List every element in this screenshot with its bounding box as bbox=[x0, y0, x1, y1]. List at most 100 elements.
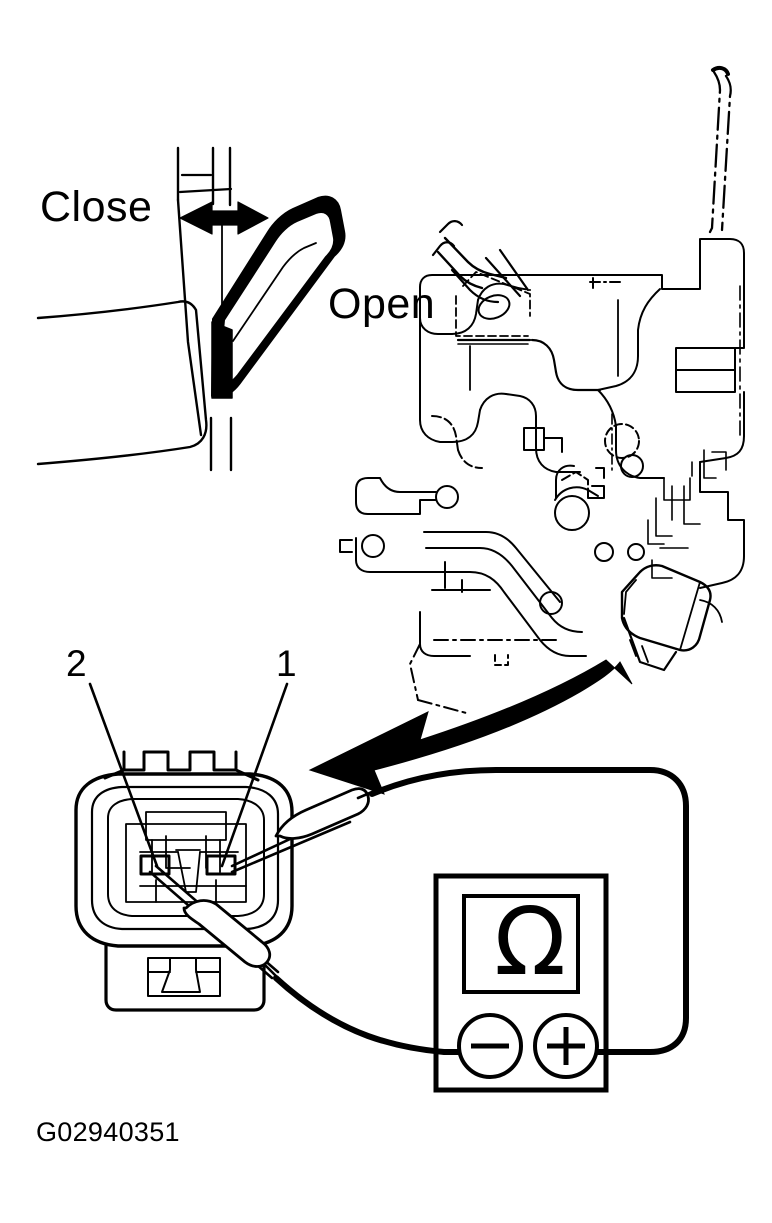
body-left-dash-2 bbox=[457, 449, 483, 469]
test-probes-group bbox=[148, 767, 689, 1055]
rib-6 bbox=[703, 449, 717, 479]
latch-body-top-edge bbox=[419, 274, 641, 297]
actuator-connector-boot bbox=[699, 599, 723, 623]
leader-line-pin1 bbox=[220, 682, 289, 868]
linkage-rod-2 bbox=[436, 250, 484, 290]
probe1-tip-lower bbox=[230, 820, 352, 874]
ohmmeter-group bbox=[433, 873, 609, 1093]
pawl-pivot-neck bbox=[211, 321, 233, 399]
pivot-circle-mid bbox=[594, 542, 614, 562]
body-left-notch-2 bbox=[479, 392, 507, 411]
mid-surface-1 bbox=[505, 393, 537, 449]
release-lever-hole bbox=[361, 534, 385, 558]
linkage-rod-1 bbox=[443, 236, 508, 280]
plate-notch-1 bbox=[451, 299, 479, 335]
control-rod-tip bbox=[711, 65, 730, 76]
linkage-bracket-2 bbox=[554, 370, 602, 392]
ohm-symbol: Ω bbox=[494, 888, 566, 997]
lower-arm-1 bbox=[419, 571, 587, 657]
terminal-number-1: 1 bbox=[276, 643, 297, 684]
body-left-dash-1 bbox=[431, 415, 459, 451]
double-headed-arrow-icon bbox=[179, 201, 269, 235]
actuator-connector-lug-1 bbox=[629, 639, 637, 657]
release-lever-eyelet bbox=[355, 477, 437, 515]
rib-4 bbox=[655, 497, 673, 537]
pivot-circle-left bbox=[435, 485, 459, 509]
door-panel-seal-outline bbox=[36, 300, 208, 466]
probe1-barrel bbox=[274, 787, 370, 840]
linkage-plate-dash bbox=[462, 271, 531, 317]
linkage-rod-1-tip bbox=[438, 220, 464, 234]
release-lever-body-low bbox=[355, 537, 421, 573]
connector-key-bar bbox=[145, 811, 227, 841]
rotor-pivot-circle bbox=[554, 495, 590, 531]
leader-line-pin2 bbox=[88, 682, 159, 868]
open-label: Open bbox=[328, 280, 436, 328]
pivot-circle-lower bbox=[539, 591, 563, 615]
release-lever-tab bbox=[339, 539, 353, 553]
connector-center-notch bbox=[177, 851, 201, 893]
meter-body bbox=[433, 873, 609, 1093]
body-left-notch bbox=[451, 409, 481, 443]
pivot-circle-upper-outline bbox=[604, 423, 640, 459]
linkage-grommet bbox=[477, 294, 511, 320]
latch-body-top-step bbox=[639, 238, 701, 290]
linkage-rod-4 bbox=[484, 256, 522, 298]
rotor-arc-2 bbox=[561, 471, 589, 501]
mid-surface-2 bbox=[535, 447, 581, 473]
body-inner-hook-3 bbox=[615, 449, 665, 479]
rib-10 bbox=[651, 559, 673, 579]
linkage-bracket bbox=[530, 338, 558, 374]
close-label: Close bbox=[40, 183, 153, 231]
linkage-rod-2-tip bbox=[431, 241, 456, 257]
latch-assembly-group bbox=[339, 65, 745, 715]
connector-foot-latch bbox=[161, 957, 201, 993]
rib-7 bbox=[711, 451, 727, 471]
mid-window bbox=[523, 427, 545, 451]
body-inner-hook-1 bbox=[597, 288, 661, 391]
connector-outer-shell bbox=[74, 772, 294, 948]
control-rod-outer bbox=[708, 70, 722, 234]
actuator-connector-housing bbox=[620, 564, 712, 652]
probe2-barrel bbox=[182, 899, 272, 968]
pivot-circle-mid-2 bbox=[627, 543, 645, 561]
probe2-lead-wire bbox=[273, 975, 473, 1055]
mount-bracket-rect bbox=[675, 347, 736, 393]
dimension-tick-lower bbox=[178, 187, 233, 194]
body-inner-hook-2 bbox=[597, 389, 617, 451]
base-dash-3 bbox=[417, 699, 471, 715]
connector-lock-teeth bbox=[122, 750, 238, 772]
actuator-connector-fold bbox=[679, 581, 701, 651]
probe2-cap bbox=[263, 963, 278, 978]
connector-shell-ring-3 bbox=[107, 798, 265, 917]
linkage-plate-dash-2 bbox=[455, 295, 529, 337]
connector-group bbox=[74, 682, 294, 1012]
linkage-rod-3 bbox=[450, 268, 500, 304]
figure-id-label: G02940351 bbox=[36, 1117, 180, 1147]
striker-blade-left bbox=[176, 198, 203, 437]
actuator-connector-lug-2 bbox=[641, 645, 649, 663]
meter-display bbox=[462, 894, 580, 994]
body-right-lower-3 bbox=[699, 555, 745, 589]
claw-2 bbox=[587, 485, 605, 499]
connector-shell-ring-2 bbox=[90, 785, 280, 931]
body-right-lower-2 bbox=[699, 461, 745, 557]
actuator-connector-edge bbox=[623, 579, 637, 615]
plate-notch-dash bbox=[517, 287, 531, 291]
base-dash-notch bbox=[494, 654, 509, 666]
terminal-socket-2 bbox=[139, 854, 171, 876]
claw-3 bbox=[595, 467, 605, 479]
rib-8 bbox=[647, 519, 665, 545]
claw-1 bbox=[555, 464, 575, 499]
control-rod-inner bbox=[720, 74, 732, 232]
rib-3 bbox=[683, 485, 701, 525]
lower-arm-3 bbox=[423, 531, 561, 603]
body-left-profile bbox=[419, 295, 453, 443]
rib-1 bbox=[663, 477, 691, 501]
curved-block-arrow-icon bbox=[308, 659, 633, 795]
terminal-number-2: 2 bbox=[66, 643, 87, 684]
mid-window-tab bbox=[543, 437, 563, 453]
base-dash-2 bbox=[409, 643, 421, 701]
detail-view-group bbox=[36, 146, 346, 472]
